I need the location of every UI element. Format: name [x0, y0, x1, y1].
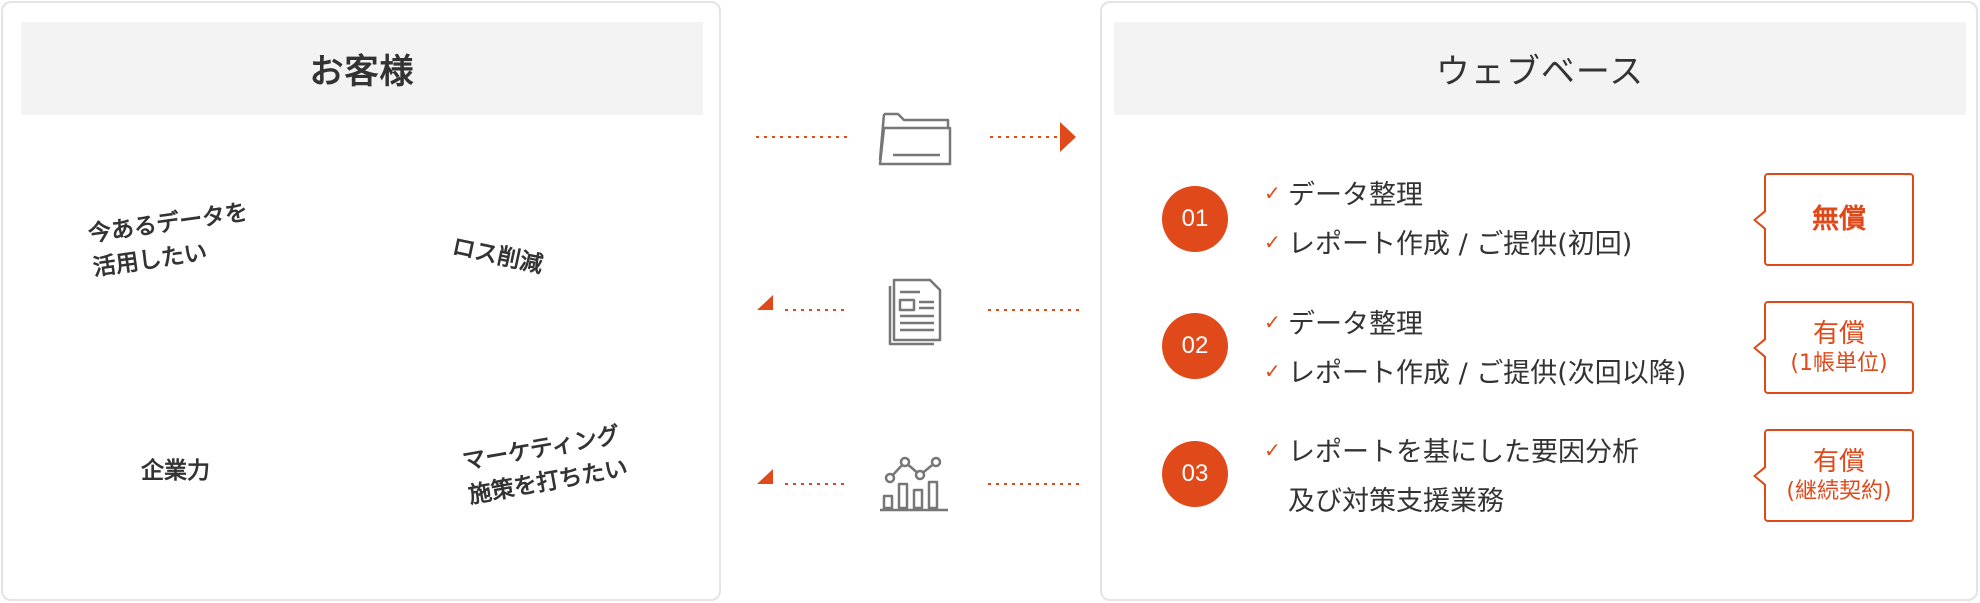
step-03-line-1: ✓レポートを基にした要因分析	[1264, 437, 1639, 468]
arrow-head-right	[1060, 122, 1076, 152]
price-tag-label: 有償	[1812, 446, 1865, 477]
step-number-01: 01	[1162, 186, 1228, 252]
step-number-03: 03	[1162, 441, 1228, 507]
price-tag-label: 有償	[1812, 318, 1865, 349]
customer-panel-title: お客様	[21, 22, 703, 115]
price-tag-note: (継続契約)	[1786, 478, 1892, 504]
price-tag-step-02: 有償 (1帳単位)	[1753, 301, 1914, 394]
bubble-text-corporate: 企業力	[141, 458, 210, 484]
flow-arrows	[756, 136, 1080, 485]
chart-analytics-icon	[880, 456, 948, 512]
price-tag-note: (1帳単位)	[1790, 350, 1888, 376]
folder-icon	[878, 112, 952, 166]
check-icon: ✓	[1264, 309, 1281, 334]
step-02-line-1: ✓データ整理	[1264, 309, 1423, 340]
check-icon: ✓	[1264, 437, 1281, 462]
step-number-02: 02	[1162, 313, 1228, 379]
customer-panel: お客様	[1, 1, 721, 601]
step-01-line-2: ✓レポート作成 / ご提供(初回)	[1264, 229, 1633, 260]
step-02-line-2: ✓レポート作成 / ご提供(次回以降)	[1264, 358, 1687, 389]
step-01-line-1: ✓データ整理	[1264, 180, 1423, 211]
arrow-head-left-1	[757, 295, 773, 325]
price-tag-label: 無償	[1812, 203, 1866, 235]
document-report-icon	[888, 278, 942, 346]
check-icon: ✓	[1264, 180, 1281, 205]
check-icon: ✓	[1264, 229, 1281, 254]
check-icon: ✓	[1264, 358, 1281, 383]
arrow-head-left-2	[757, 469, 773, 499]
price-tag-step-03: 有償 (継続契約)	[1753, 429, 1914, 522]
price-tag-step-01: 無償	[1753, 173, 1914, 266]
step-03-line-2: 及び対策支援業務	[1288, 486, 1504, 517]
webbase-panel-title: ウェブベース	[1114, 22, 1966, 115]
